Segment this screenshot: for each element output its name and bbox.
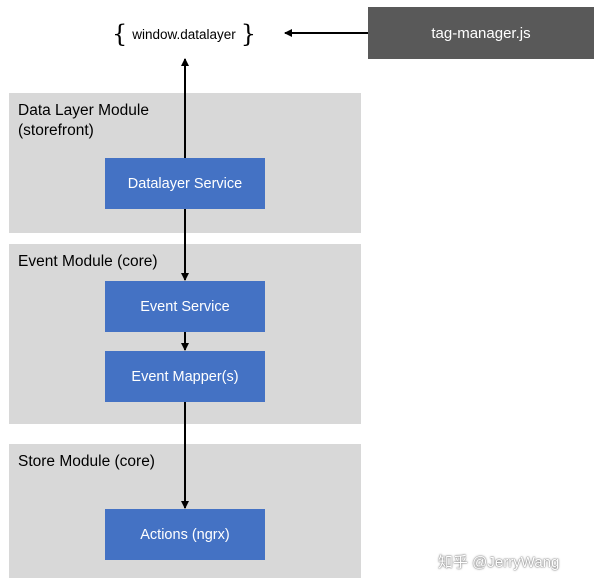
datalayer-service-box: Datalayer Service: [105, 158, 265, 209]
event-mapper-box: Event Mapper(s): [105, 351, 265, 402]
event-module-title: Event Module (core): [18, 253, 158, 270]
watermark-text: 知乎 @JerryWang: [438, 553, 560, 571]
event-service-box: Event Service: [105, 281, 265, 332]
zhihu-watermark: 知乎 @JerryWang: [438, 548, 594, 574]
event-mapper-label: Event Mapper(s): [131, 368, 239, 385]
store-module-title: Store Module (core): [18, 453, 155, 470]
data-layer-module-title: Data Layer Module (storefront): [18, 102, 149, 139]
window-datalayer-node: { window.datalayer }: [108, 19, 260, 49]
left-brace-glyph: {: [112, 20, 128, 48]
window-datalayer-label: window.datalayer: [132, 26, 236, 42]
actions-ngrx-label: Actions (ngrx): [140, 526, 230, 543]
event-service-label: Event Service: [140, 298, 230, 315]
tag-manager-label: tag-manager.js: [431, 24, 531, 42]
tag-manager-box: tag-manager.js: [368, 7, 594, 59]
right-brace-glyph: }: [240, 20, 256, 48]
datalayer-service-label: Datalayer Service: [127, 175, 243, 192]
actions-ngrx-box: Actions (ngrx): [105, 509, 265, 560]
